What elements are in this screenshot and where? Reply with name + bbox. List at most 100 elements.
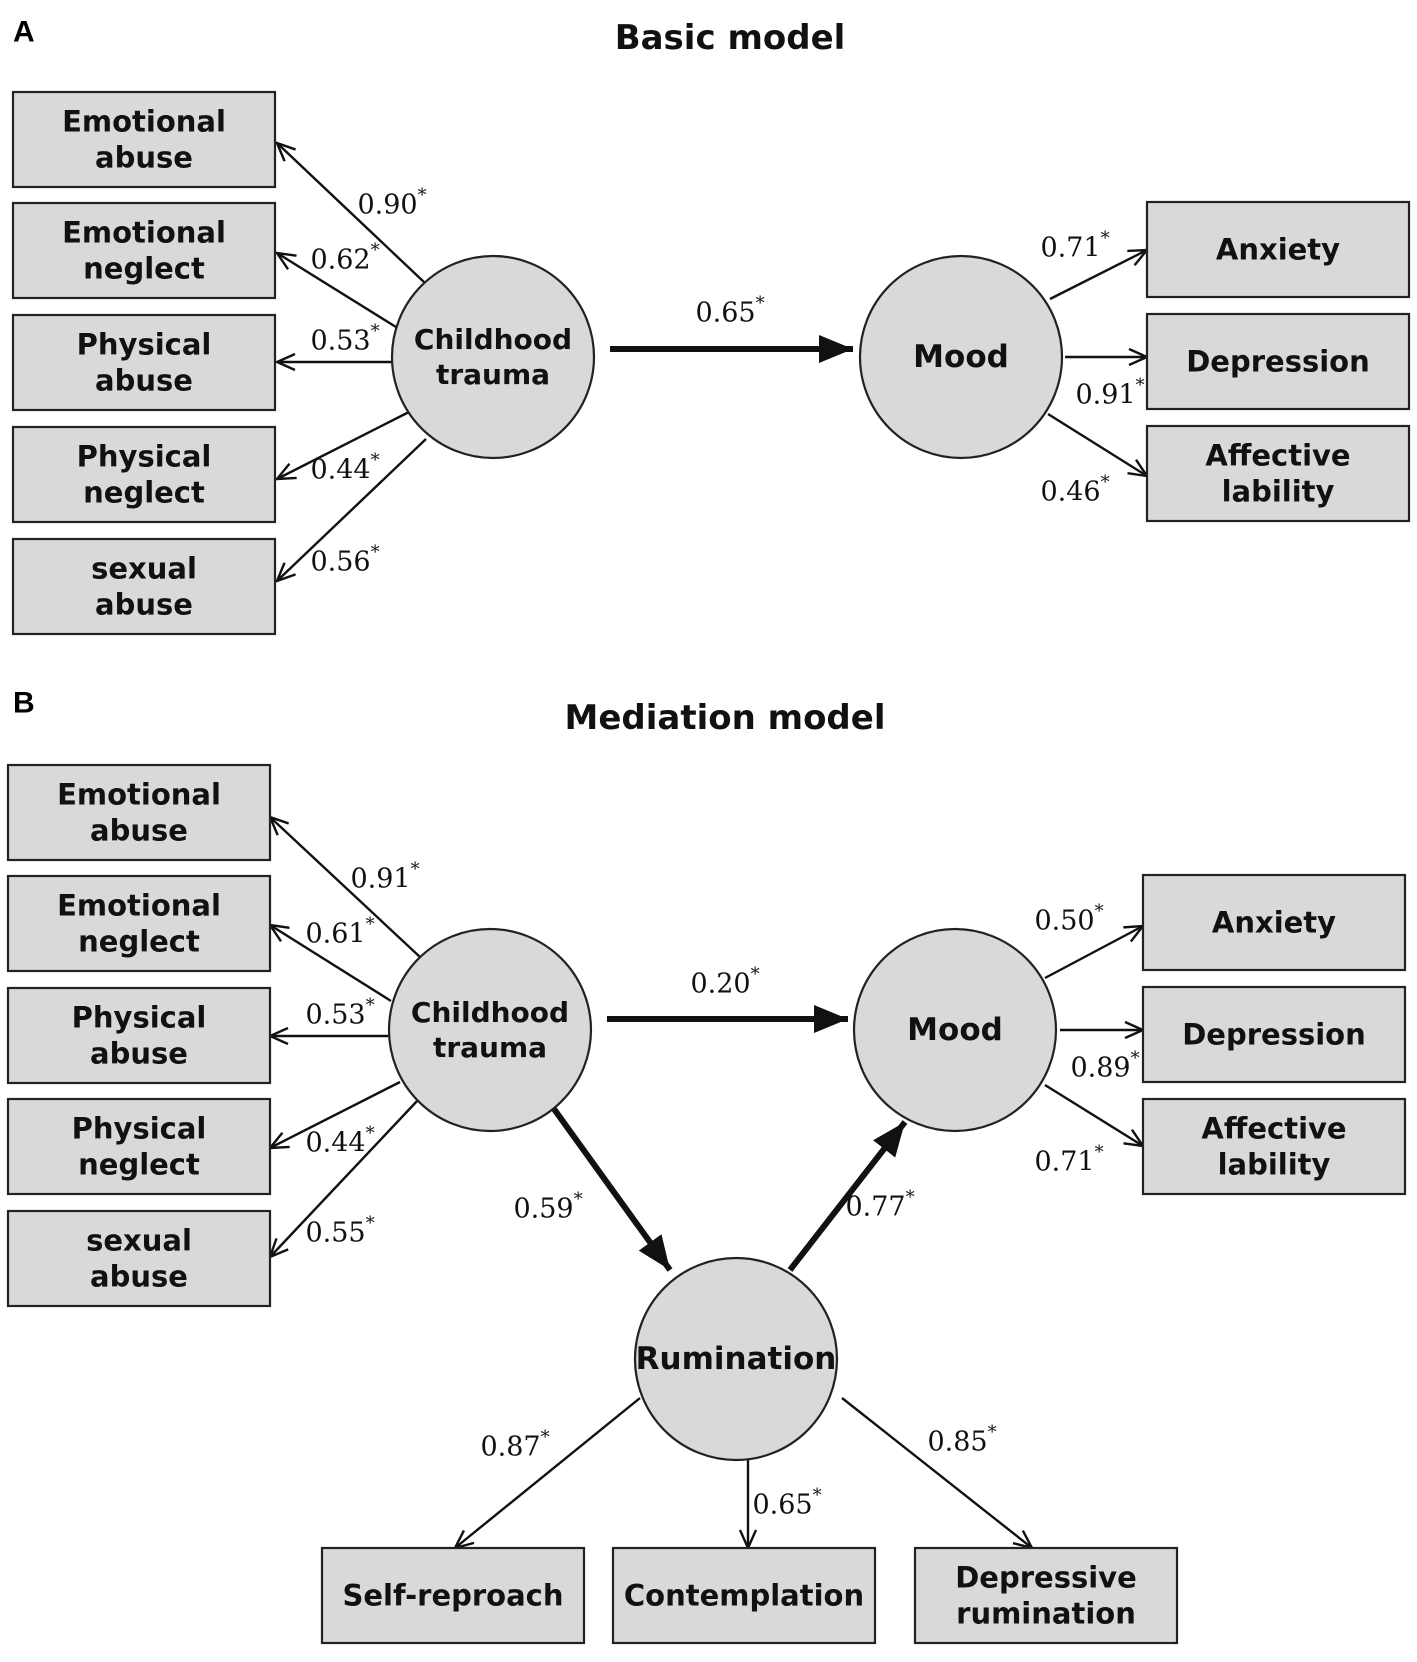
- panel-b-sig-marker: *: [906, 1187, 915, 1208]
- panel-b-arrow-trauma-to-ea: [270, 817, 421, 958]
- panel-b-indicator-ea-box: [6, 763, 272, 862]
- panel-b-coef-mood-to-anx: 0.50*: [1034, 901, 1103, 937]
- panel-b-indicator-ea-line-2: abuse: [90, 814, 188, 848]
- panel-b-path-trauma-to-rum: [551, 1107, 673, 1272]
- panel-b-title: Mediation model: [565, 698, 886, 738]
- panel-b-indicator-ea-line-1: Emotional: [57, 777, 221, 811]
- panel-b-indicator-con-box: [611, 1546, 877, 1645]
- panel-a-path-trauma-to-sa: [277, 438, 427, 581]
- panel-b-arrow-mood-to-aff: [1044, 1083, 1143, 1146]
- panel-b-coef-trauma-to-sa: 0.55*: [305, 1213, 374, 1249]
- panel-a-indicator-dep: Depression: [1145, 312, 1411, 411]
- panel-a-coef-trauma-to-en: 0.62*: [310, 240, 379, 276]
- panel-b-indicator-anx-line-1: Anxiety: [1212, 906, 1336, 940]
- panel-a-arrow-trauma-to-pn: [277, 410, 410, 479]
- panel-a-latent-mood-line-1: Mood: [913, 339, 1009, 375]
- panel-b-sig-marker: *: [366, 1123, 375, 1144]
- panel-a-latent-trauma-line-2: trauma: [436, 358, 550, 391]
- panel-b-latent-trauma-line-2: trauma: [433, 1031, 547, 1064]
- panel-a-latent-mood-circle: [858, 254, 1064, 460]
- panel-b-path-mood-to-aff: [1044, 1083, 1143, 1146]
- panel-a-sig-marker: *: [371, 240, 380, 261]
- panel-a-indicator-sa-line-1: sexual: [91, 551, 197, 585]
- panel-b-path-rum-to-sr: [455, 1397, 641, 1548]
- panel-a-sig-marker: *: [371, 542, 380, 563]
- panel-a-latent-trauma-line-1: Childhood: [414, 323, 572, 356]
- panel-a-indicator-pn-box: [11, 425, 277, 524]
- panel-a-indicator-sa-line-2: abuse: [95, 588, 193, 622]
- panel-b-coef-rum-to-mood: 0.77*: [845, 1187, 914, 1223]
- panel-b-sig-marker: *: [366, 1213, 375, 1234]
- panel-a-indicator-aff-line-1: Affective: [1205, 438, 1350, 472]
- panel-a-coef-trauma-to-sa: 0.56*: [310, 542, 379, 578]
- panel-b-path-trauma-to-sa: [270, 1099, 419, 1257]
- panel-a-indicator-pn-line-2: neglect: [83, 476, 205, 510]
- panel-b-indicator-drum-line-1: Depressive: [955, 1560, 1137, 1594]
- panel-b-indicator-pa-line-2: abuse: [90, 1037, 188, 1071]
- panel-b-indicator-aff-line-1: Affective: [1201, 1111, 1346, 1145]
- panel-b-indicator-anx: Anxiety: [1141, 873, 1407, 972]
- panel-a-path-mood-to-aff: [1047, 412, 1147, 476]
- panel-b-indicator-sa-line-2: abuse: [90, 1260, 188, 1294]
- panel-a-indicator-pa-line-1: Physical: [77, 327, 212, 361]
- panel-b-indicator-pn-line-2: neglect: [78, 1148, 200, 1182]
- panel-a-indicator-anx: Anxiety: [1145, 200, 1411, 299]
- panel-b-sig-marker: *: [366, 914, 375, 935]
- panel-b-path-rum-to-drum: [841, 1397, 1032, 1548]
- panel-a-indicator-ea-line-2: abuse: [95, 141, 193, 175]
- panel-a-indicator-sa-box: [11, 537, 277, 636]
- panel-b-coef-mood-to-aff: 0.71*: [1034, 1142, 1103, 1178]
- panel-b-indicator-con: Contemplation: [611, 1546, 877, 1645]
- panel-b-indicator-sr-box: [320, 1546, 586, 1645]
- panel-b-sig-marker: *: [813, 1485, 822, 1506]
- panel-b-indicator-aff-box: [1141, 1097, 1407, 1196]
- panel-b-indicator-pn-line-1: Physical: [72, 1111, 207, 1145]
- panel-a-coef-trauma-to-pa: 0.53*: [310, 321, 379, 357]
- panel-b-arrow-trauma-to-pn: [270, 1080, 401, 1148]
- panel-a-indicator-pn-line-1: Physical: [77, 439, 212, 473]
- panel-b-sig-marker: *: [1095, 901, 1104, 922]
- panel-b-latent-trauma-circle: [387, 927, 593, 1133]
- panel-b-indicator-en-line-1: Emotional: [57, 888, 221, 922]
- panel-a-indicator-aff-box: [1145, 424, 1411, 523]
- panel-a-coef-trauma-to-mood: 0.65*: [695, 293, 764, 329]
- panel-b-indicator-pn-box: [6, 1097, 272, 1196]
- panel-b-indicator-aff-line-2: lability: [1218, 1148, 1331, 1182]
- panel-a-indicator-pa-box: [11, 313, 277, 412]
- panel-b-coef-trauma-to-ea: 0.91*: [350, 859, 419, 895]
- panel-a-indicator-en-box: [11, 201, 277, 300]
- panel-a-path-trauma-to-ea: [277, 143, 426, 284]
- panel-b-letter: B: [13, 687, 35, 720]
- panel-a-indicator-dep-box: [1145, 312, 1411, 411]
- panel-a-indicator-ea-line-1: Emotional: [62, 104, 226, 138]
- panel-a-path-trauma-to-en: [277, 253, 397, 329]
- panel-b-latent-rum-line-1: Rumination: [636, 1341, 837, 1377]
- panel-b-arrow-trauma-to-sa: [270, 1099, 419, 1257]
- panel-a-arrow-mood-to-aff: [1047, 412, 1147, 476]
- panel-b-arrow-mood-to-anx: [1044, 926, 1143, 980]
- panel-b-latent-rum-circle: [633, 1256, 839, 1462]
- panel-b-latent-mood: Mood: [852, 927, 1058, 1133]
- panel-b-sig-marker: *: [366, 995, 375, 1016]
- panel-a-path-trauma-to-pn: [277, 410, 410, 479]
- panel-a-indicator-aff-line-2: lability: [1222, 475, 1335, 509]
- panel-b-indicator-sr-line-1: Self-reproach: [343, 1579, 564, 1613]
- panel-b-indicator-en-box: [6, 874, 272, 973]
- panel-a-coef-mood-to-dep: 0.91*: [1075, 375, 1144, 411]
- panel-b-coef-trauma-to-rum: 0.59*: [513, 1189, 582, 1225]
- panel-a-sig-marker: *: [1136, 375, 1145, 396]
- panel-b-path-mood-to-anx: [1044, 926, 1143, 980]
- panel-b-coef-trauma-to-mood: 0.20*: [690, 964, 759, 1000]
- panel-a-indicator-pa-line-2: abuse: [95, 364, 193, 398]
- panel-a-indicator-dep-line-1: Depression: [1186, 345, 1370, 379]
